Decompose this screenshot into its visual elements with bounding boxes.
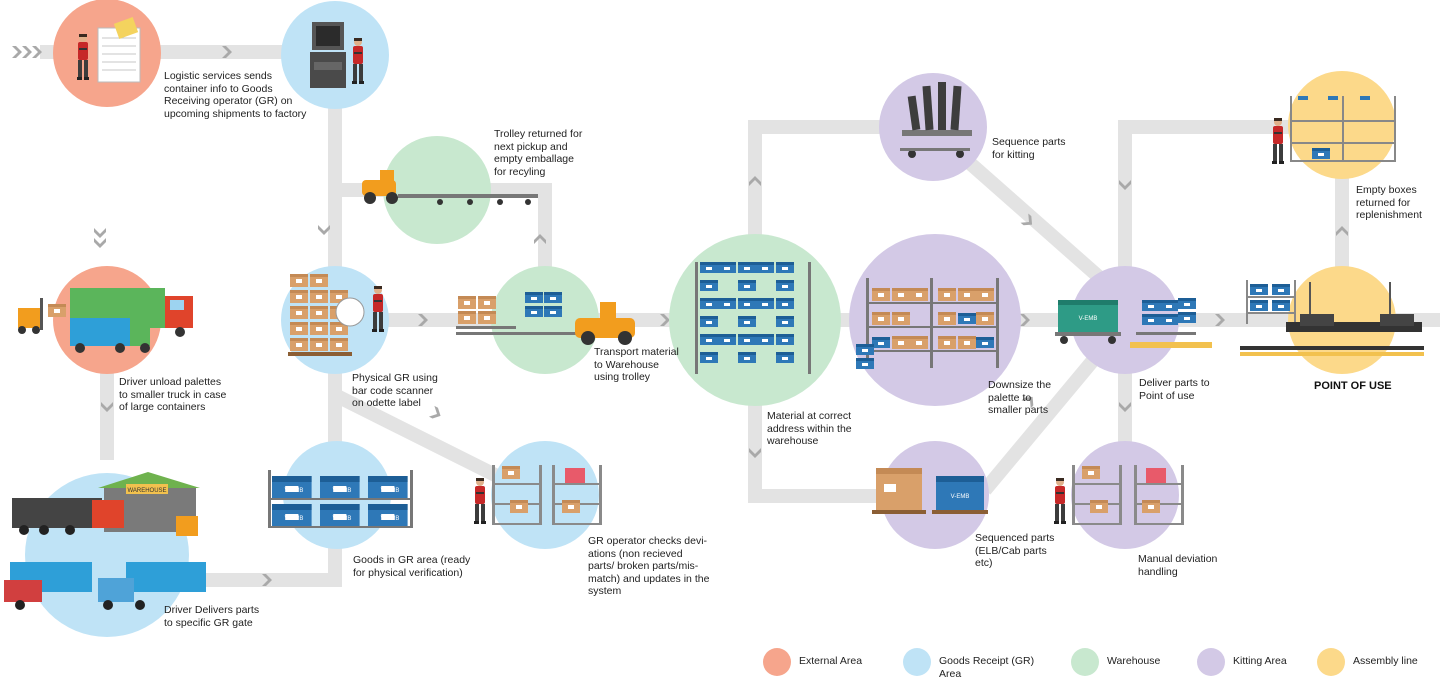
- label-manual-deviation: Manual deviation handling: [1138, 553, 1218, 578]
- label-logistics: Logistic services sends container info t…: [164, 70, 307, 120]
- label-transport: Transport material to Warehouse using tr…: [594, 346, 679, 383]
- computer-terminal-illustration: [310, 22, 364, 88]
- label-point-of-use: POINT OF USE: [1314, 380, 1392, 392]
- label-sequenced-parts: Sequenced parts (ELB/Cab parts etc): [975, 532, 1055, 569]
- legend-swatch-kitting: [1197, 648, 1225, 676]
- downsize-shelves-illustration: [856, 278, 999, 369]
- truck-forklift-illustration: [18, 288, 193, 353]
- label-sequence-parts: Sequence parts for kitting: [992, 136, 1066, 161]
- vemb-bin-label: V-EMB: [333, 516, 352, 522]
- label-goods-in-gr: Goods in GR area (ready for physical ver…: [353, 554, 471, 579]
- deliver-parts-illustration: [1055, 298, 1212, 348]
- manual-deviation-illustration: [1054, 465, 1184, 525]
- circle-kitting-downsize: [849, 234, 1021, 406]
- legend-label-warehouse: Warehouse: [1107, 655, 1161, 667]
- tow-tractor-return-illustration: [362, 170, 538, 205]
- gr-gate-illustration: WAREHOUSE: [4, 472, 206, 610]
- gr-area-bins-illustration: [268, 470, 413, 528]
- legend-item-goods-receipt: Goods Receipt (GR) Area: [903, 646, 1053, 680]
- legend-swatch-goods-receipt: [903, 648, 931, 676]
- sequenced-parts-illustration: [872, 468, 988, 514]
- gr-operator-check-illustration: [474, 465, 602, 525]
- assembly-line-illustration: [1240, 280, 1424, 356]
- legend-label-external: External Area: [799, 655, 863, 667]
- legend-swatch-external: [763, 648, 791, 676]
- vemb-bin-label: V-EMB: [333, 488, 352, 494]
- label-deliver-parts: Deliver parts to Point of use: [1139, 377, 1210, 402]
- circle-kitting-manual: [1071, 441, 1179, 549]
- vemb-bin-label: V-EMB: [285, 516, 304, 522]
- legend-item-kitting: Kitting Area: [1197, 646, 1307, 680]
- warehouse-rack-illustration: [695, 262, 811, 374]
- vemb-bin-label: V-EMB: [951, 494, 970, 500]
- legend-swatch-warehouse: [1071, 648, 1099, 676]
- legend-swatch-assembly: [1317, 648, 1345, 676]
- label-empty-boxes: Empty boxes returned for replenishment: [1356, 184, 1422, 221]
- sequence-kitting-trolley-illustration: [900, 82, 972, 158]
- label-gr-operator: GR operator checks devi- ations (non rec…: [588, 535, 710, 597]
- physical-gr-pallet-illustration: [288, 274, 384, 356]
- empty-boxes-illustration: [1272, 96, 1396, 164]
- legend-label-kitting: Kitting Area: [1233, 655, 1287, 667]
- vemb-bin-label: V-EMB: [1079, 316, 1098, 322]
- label-trolley-returned: Trolley returned for next pickup and emp…: [494, 128, 583, 178]
- circle-warehouse-transport: [491, 266, 599, 374]
- legend-item-warehouse: Warehouse: [1071, 646, 1181, 680]
- transport-trolley-illustration: [456, 292, 635, 345]
- logistics-illustration: [77, 17, 141, 83]
- circle-gr-operator-check: [491, 441, 599, 549]
- label-material-address: Material at correct address within the w…: [767, 410, 852, 447]
- legend-item-external: External Area: [763, 646, 883, 680]
- warehouse-sign: WAREHOUSE: [127, 488, 166, 494]
- legend-label-assembly: Assembly line: [1353, 655, 1418, 667]
- vemb-bin-label: V-EMB: [381, 516, 400, 522]
- vemb-bin-label: V-EMB: [285, 488, 304, 494]
- label-driver-unload: Driver unload palettes to smaller truck …: [119, 376, 227, 413]
- circle-gr-physical: [281, 266, 389, 374]
- label-downsize: Downsize the palette to smaller parts: [988, 379, 1052, 416]
- label-physical-gr: Physical GR using bar code scanner on od…: [352, 372, 438, 409]
- vemb-bin-label: V-EMB: [381, 488, 400, 494]
- legend-item-assembly: Assembly line: [1317, 646, 1437, 680]
- circle-warehouse-trolley-return: [383, 136, 491, 244]
- label-driver-delivers: Driver Delivers parts to specific GR gat…: [164, 604, 260, 629]
- legend-label-goods-receipt: Goods Receipt (GR) Area: [939, 655, 1035, 680]
